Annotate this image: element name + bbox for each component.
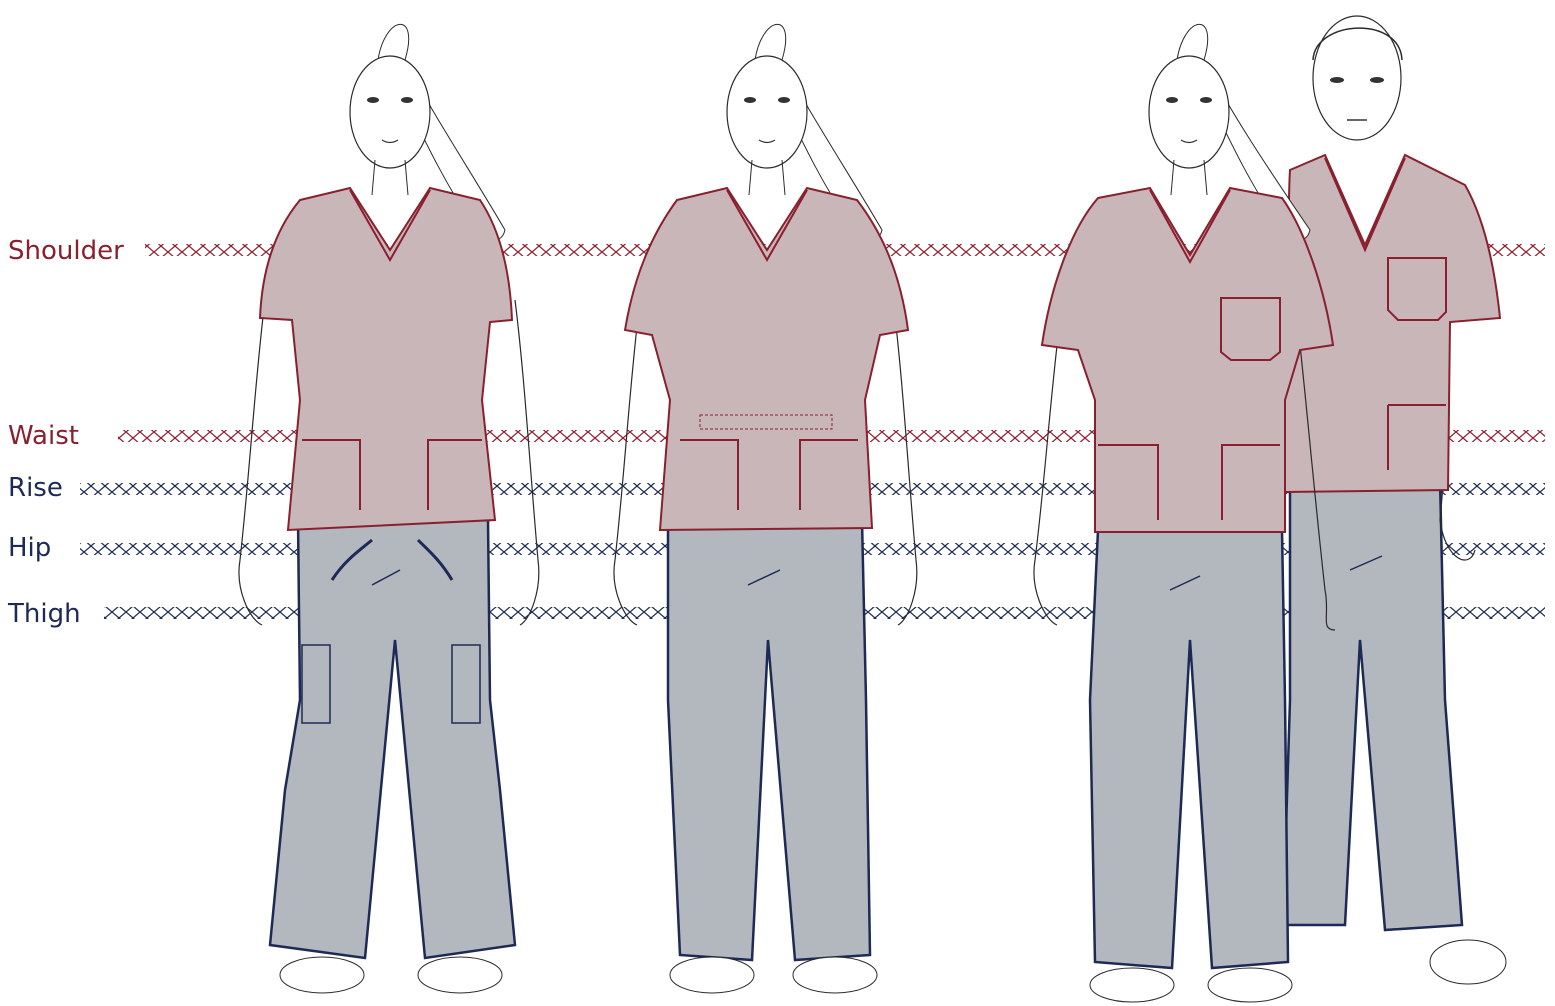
head [727, 56, 807, 168]
waist-label: Waist [8, 421, 83, 451]
thigh-label: Thigh [8, 599, 85, 629]
pants [1090, 530, 1288, 968]
scrub-top [625, 188, 908, 530]
pants [1283, 480, 1462, 930]
pants [270, 520, 515, 958]
figure-female-flare-scrubs [239, 24, 539, 993]
figure-male-scrubs [1283, 16, 1506, 984]
head [1313, 16, 1401, 140]
figure-female-straight-scrubs [614, 24, 917, 993]
head [350, 56, 430, 168]
scrub-top [260, 188, 512, 530]
head [1149, 56, 1229, 168]
pants [668, 520, 870, 960]
shoulder-label: Shoulder [8, 236, 128, 266]
hip-label: Hip [8, 533, 55, 563]
rise-label: Rise [8, 473, 67, 503]
